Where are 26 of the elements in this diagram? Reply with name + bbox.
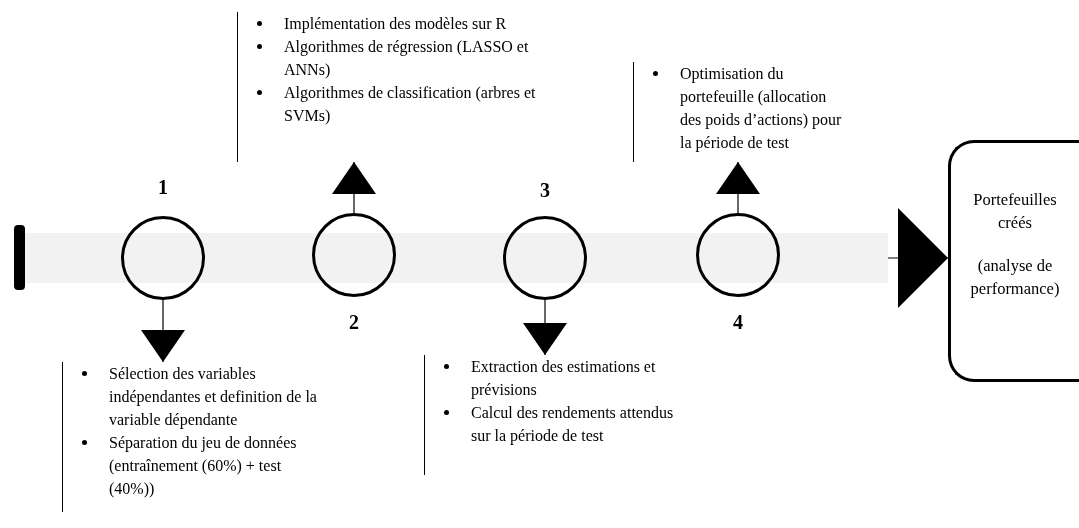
arrow: [523, 299, 567, 356]
circle-marker: [696, 213, 780, 297]
arrow: [716, 161, 760, 214]
arrow: [332, 161, 376, 214]
step-number: 2: [348, 311, 360, 334]
bullet-point: Algorithmes de classification (arbres et SVMs): [284, 84, 536, 124]
rounded-box: [948, 140, 1079, 382]
bullet-point: Optimisation du portefeuille (allocation des poids d’actions) pour la période de test: [680, 65, 842, 151]
box-title: Portefeuilles créés: [972, 189, 1058, 234]
bullet-point: Séparation du jeu de données (entraînement (60%) + test (40%)): [109, 434, 297, 497]
step-number: 4: [732, 311, 744, 334]
circle-marker: [312, 213, 396, 297]
bullet-point: Extraction des estimations et prévisions: [471, 358, 656, 398]
arrow: [141, 299, 185, 363]
circle-marker: [121, 216, 205, 300]
bullet-point: Calcul des rendements attendus sur la période de test: [471, 404, 674, 444]
bullet-point: Sélection des variables indépendantes et definition de la variable dépendante: [109, 365, 317, 428]
circle-marker: [503, 216, 587, 300]
arrow: [887, 208, 949, 308]
box-subtitle: (analyse de performance): [969, 255, 1061, 300]
bullet-list: [633, 62, 843, 162]
bullet-point: Algorithmes de régression (LASSO et ANNs): [284, 38, 529, 78]
timeline-band: [22, 233, 888, 283]
step-number: 1: [157, 176, 169, 199]
bullet-point: Implémentation des modèles sur R: [284, 15, 507, 32]
step-number: 3: [539, 179, 551, 202]
